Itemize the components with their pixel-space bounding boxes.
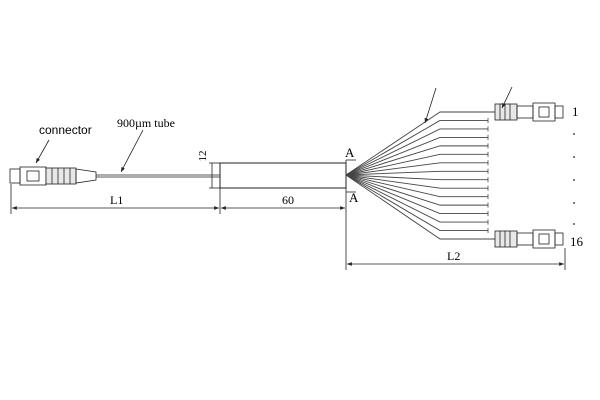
fiber-3 xyxy=(345,128,488,176)
section-a-top-label: A xyxy=(345,145,355,160)
tube-label: 900µm tube xyxy=(117,116,175,130)
fiber-4 xyxy=(345,136,488,176)
port-16-label: 16 xyxy=(570,234,584,249)
height-label: 12 xyxy=(197,151,209,162)
fiber-6 xyxy=(345,153,488,176)
fiber-8 xyxy=(345,170,488,176)
fiber-9 xyxy=(345,174,488,181)
fiber-16 xyxy=(345,174,495,240)
section-a-marks xyxy=(345,159,356,193)
fiber-11 xyxy=(345,174,488,198)
splitter-body xyxy=(219,162,347,189)
section-a-bottom-label: A xyxy=(349,190,359,205)
connector-label: connector xyxy=(39,123,92,137)
length-60-label: 60 xyxy=(282,193,294,207)
fanout-fibers xyxy=(345,111,495,240)
input-tube xyxy=(96,174,220,178)
port-1-label: 1 xyxy=(572,104,579,119)
output-connector-1 xyxy=(494,102,564,122)
leader-arrows xyxy=(35,86,513,173)
output-connector-16 xyxy=(494,229,564,249)
fiber-10 xyxy=(345,174,488,189)
fiber-7 xyxy=(345,162,488,176)
height-dimension xyxy=(209,162,220,189)
fiber-12 xyxy=(345,174,488,206)
fiber-14 xyxy=(345,174,488,223)
l1-label: L1 xyxy=(110,193,123,207)
fiber-15 xyxy=(345,174,488,231)
fiber-1 xyxy=(345,111,495,176)
fiber-2 xyxy=(345,120,488,176)
port-ellipsis-dots xyxy=(573,133,575,225)
l2-label: L2 xyxy=(447,249,460,263)
fiber-5 xyxy=(345,145,488,176)
dimension-lines-bottom xyxy=(10,184,566,270)
fiber-13 xyxy=(345,174,488,215)
input-connector xyxy=(9,166,97,186)
